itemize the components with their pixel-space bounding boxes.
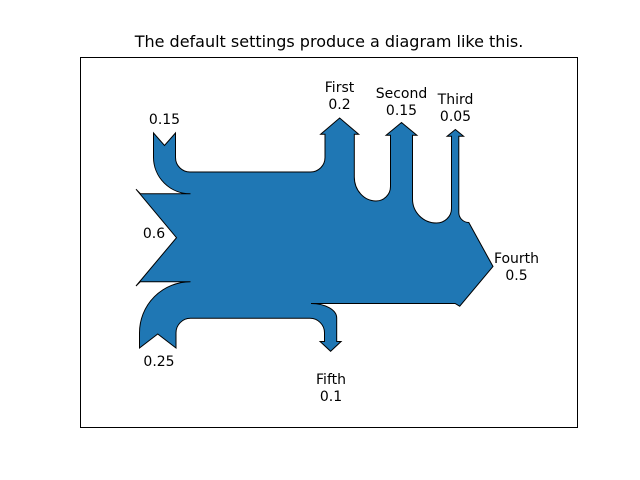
label-output-third: Third 0.05	[438, 92, 474, 126]
output-first-value: 0.2	[328, 97, 351, 113]
sankey-flow-path	[135, 117, 494, 352]
output-second-name: Second	[375, 86, 428, 102]
label-input-bottom: 0.25	[143, 354, 174, 371]
label-output-fourth: Fourth 0.5	[494, 251, 539, 285]
label-output-fifth: Fifth 0.1	[316, 372, 346, 406]
output-third-value: 0.05	[439, 109, 472, 125]
output-second-value: 0.15	[385, 103, 418, 119]
chart-title: The default settings produce a diagram l…	[134, 32, 524, 51]
output-fourth-value: 0.5	[505, 268, 528, 284]
output-fourth-name: Fourth	[493, 251, 540, 267]
label-output-first: First 0.2	[325, 80, 354, 114]
output-third-name: Third	[437, 92, 474, 108]
label-input-left: 0.6	[143, 226, 165, 243]
input-bottom-value: 0.25	[143, 354, 175, 370]
label-output-second: Second 0.15	[376, 86, 428, 120]
output-fifth-value: 0.1	[319, 389, 343, 405]
label-input-top: 0.15	[149, 112, 180, 129]
input-left-value: 0.6	[142, 226, 166, 242]
output-first-name: First	[324, 80, 355, 96]
output-fifth-name: Fifth	[316, 372, 346, 388]
input-top-value: 0.15	[148, 112, 181, 128]
